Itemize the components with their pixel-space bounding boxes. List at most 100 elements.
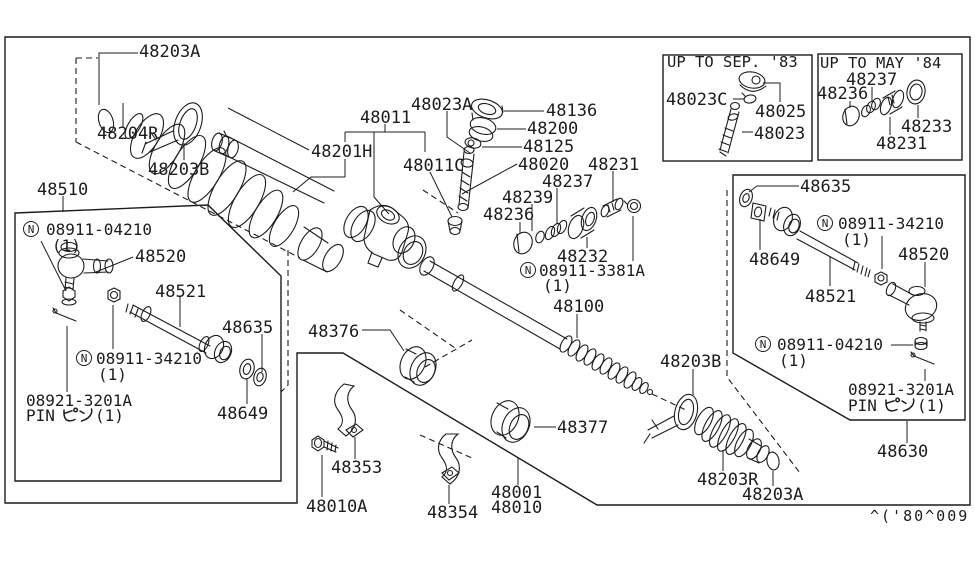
- pin-label-qty: (1): [917, 396, 946, 415]
- ring-48233-part: [906, 79, 926, 105]
- inset-box-up-to-sep-83: [662, 54, 813, 162]
- qty-one: (1): [52, 236, 81, 255]
- standard-part-symbols: N N N N N: [23, 215, 833, 366]
- locknut-3381A-part: [626, 198, 642, 214]
- callout-48011C: 48011C: [403, 156, 464, 176]
- callout-48203B-bottom: 48203B: [660, 352, 721, 372]
- callout-48635-left: 48635: [222, 318, 273, 338]
- qty-one: (1): [98, 365, 127, 384]
- callout-48025: 48025: [755, 102, 806, 122]
- callout-48203R: 48203R: [697, 470, 759, 490]
- callout-48023: 48023: [754, 124, 805, 144]
- retainer-48236-b-part: [842, 105, 860, 127]
- callout-48010: 48010: [491, 498, 542, 518]
- pinion-48020-part: [457, 145, 475, 212]
- callout-48354: 48354: [427, 503, 478, 523]
- callout-48023A: 48023A: [411, 95, 472, 115]
- pin-label-prefix: PIN: [26, 406, 55, 425]
- callout-08921-3201A-right: 08921-3201A: [848, 380, 954, 399]
- clamp-ring-48203A-part: [97, 108, 115, 134]
- inset-box-up-to-may-84: [817, 53, 963, 161]
- callout-48236: 48236: [483, 205, 534, 225]
- callout-labels: 48203A 48204R 48203B 48510 08911-04210 (…: [26, 42, 969, 525]
- callout-48376: 48376: [308, 322, 359, 342]
- bolt-48010A-part: [311, 435, 339, 453]
- callout-48200: 48200: [527, 119, 578, 139]
- pin-label-qty: (1): [95, 406, 124, 425]
- callout-48023C: 48023C: [666, 90, 727, 110]
- pin-kana: [63, 407, 93, 422]
- callout-48520-left: 48520: [135, 247, 186, 267]
- callout-08911-04210-right: 08911-04210: [777, 335, 883, 354]
- locknut-34210-right-part: [874, 271, 888, 286]
- band-clamp-48203B-bottom-part: [643, 393, 699, 444]
- callout-48649-left: 48649: [217, 404, 268, 424]
- callout-48353: 48353: [331, 458, 382, 478]
- grommet-48377-part: [490, 400, 531, 443]
- bolt-48023-part: [718, 101, 741, 157]
- bracket-48353-part: [334, 383, 364, 438]
- callout-48521-left: 48521: [155, 282, 206, 302]
- plate-code: ^('80^009: [870, 507, 969, 525]
- callout-48203A-bottom: 48203A: [742, 485, 803, 505]
- callout-48630: 48630: [877, 442, 928, 462]
- spring-48237-b-part: [861, 97, 881, 118]
- callout-48011: 48011: [360, 108, 411, 128]
- callout-48510: 48510: [37, 180, 88, 200]
- nut-symbol: N: [822, 217, 829, 230]
- callout-48239: 48239: [502, 188, 553, 208]
- cotter-pin-right-part: [910, 351, 935, 365]
- callout-48001: 48001: [491, 483, 542, 503]
- spring-48237-part: [544, 219, 568, 241]
- locknut-34210-left-part: [107, 287, 121, 303]
- qty-one: (1): [842, 230, 871, 249]
- inner-rod-48521-right-part: [768, 206, 871, 278]
- plug-48231-b-part: [879, 89, 905, 116]
- detail-box-right: [732, 174, 966, 421]
- boot-48203R-part: [694, 406, 770, 464]
- ring-48125-part: [464, 137, 482, 149]
- nut-symbol: N: [525, 264, 532, 277]
- dashed-construction-lines: [75, 57, 801, 474]
- clamp-ring-48203A-bottom-part: [766, 451, 780, 471]
- callout-48204R: 48204R: [97, 124, 159, 144]
- callout-48237: 48237: [542, 172, 593, 192]
- inner-rod-48521-left-part: [125, 303, 233, 364]
- cup-48011C-part: [447, 215, 463, 236]
- callout-48237-b: 48237: [846, 70, 897, 90]
- screw-48231-part: [600, 197, 628, 218]
- detail-box-left: [14, 204, 282, 482]
- inset-title-sep83: UP TO SEP. '83: [667, 53, 798, 71]
- stud-nut-right-part: [914, 336, 928, 351]
- bushing-48649-left-part: [239, 358, 255, 380]
- washer-48635-right-part: [739, 188, 753, 208]
- callout-48203A-top: 48203A: [139, 42, 200, 62]
- callout-08911-34210-left: 08911-34210: [96, 349, 202, 368]
- callout-48010A: 48010A: [306, 497, 367, 517]
- inset-title-may84: UP TO MAY '84: [820, 54, 941, 72]
- callout-48231-b: 48231: [876, 134, 927, 154]
- tie-rod-end-48520-right-part: [885, 281, 938, 332]
- qty-one: (1): [543, 276, 572, 295]
- leader-lines: [40, 52, 926, 504]
- callout-08911-3381A: 08911-3381A: [539, 261, 645, 280]
- callout-48231: 48231: [588, 155, 639, 175]
- pin-label-prefix: PIN: [848, 396, 877, 415]
- callout-48232: 48232: [557, 247, 608, 267]
- outer-frame: [4, 36, 971, 506]
- nut-symbol: N: [760, 338, 767, 351]
- cotter-pin-left-part: [52, 307, 77, 322]
- grommet-48376-part: [399, 346, 437, 386]
- callout-48521-right: 48521: [805, 287, 856, 307]
- gear-housing-part: [343, 204, 427, 269]
- callout-48100: 48100: [553, 297, 604, 317]
- retainer-48236-part: [513, 231, 533, 255]
- callout-48233: 48233: [901, 117, 952, 137]
- rack-48100-part: [419, 256, 654, 396]
- callout-48203B-top: 48203B: [148, 160, 209, 180]
- plug-48232-part: [567, 206, 598, 240]
- callout-48635-right: 48635: [800, 177, 851, 197]
- callout-48136: 48136: [546, 101, 597, 121]
